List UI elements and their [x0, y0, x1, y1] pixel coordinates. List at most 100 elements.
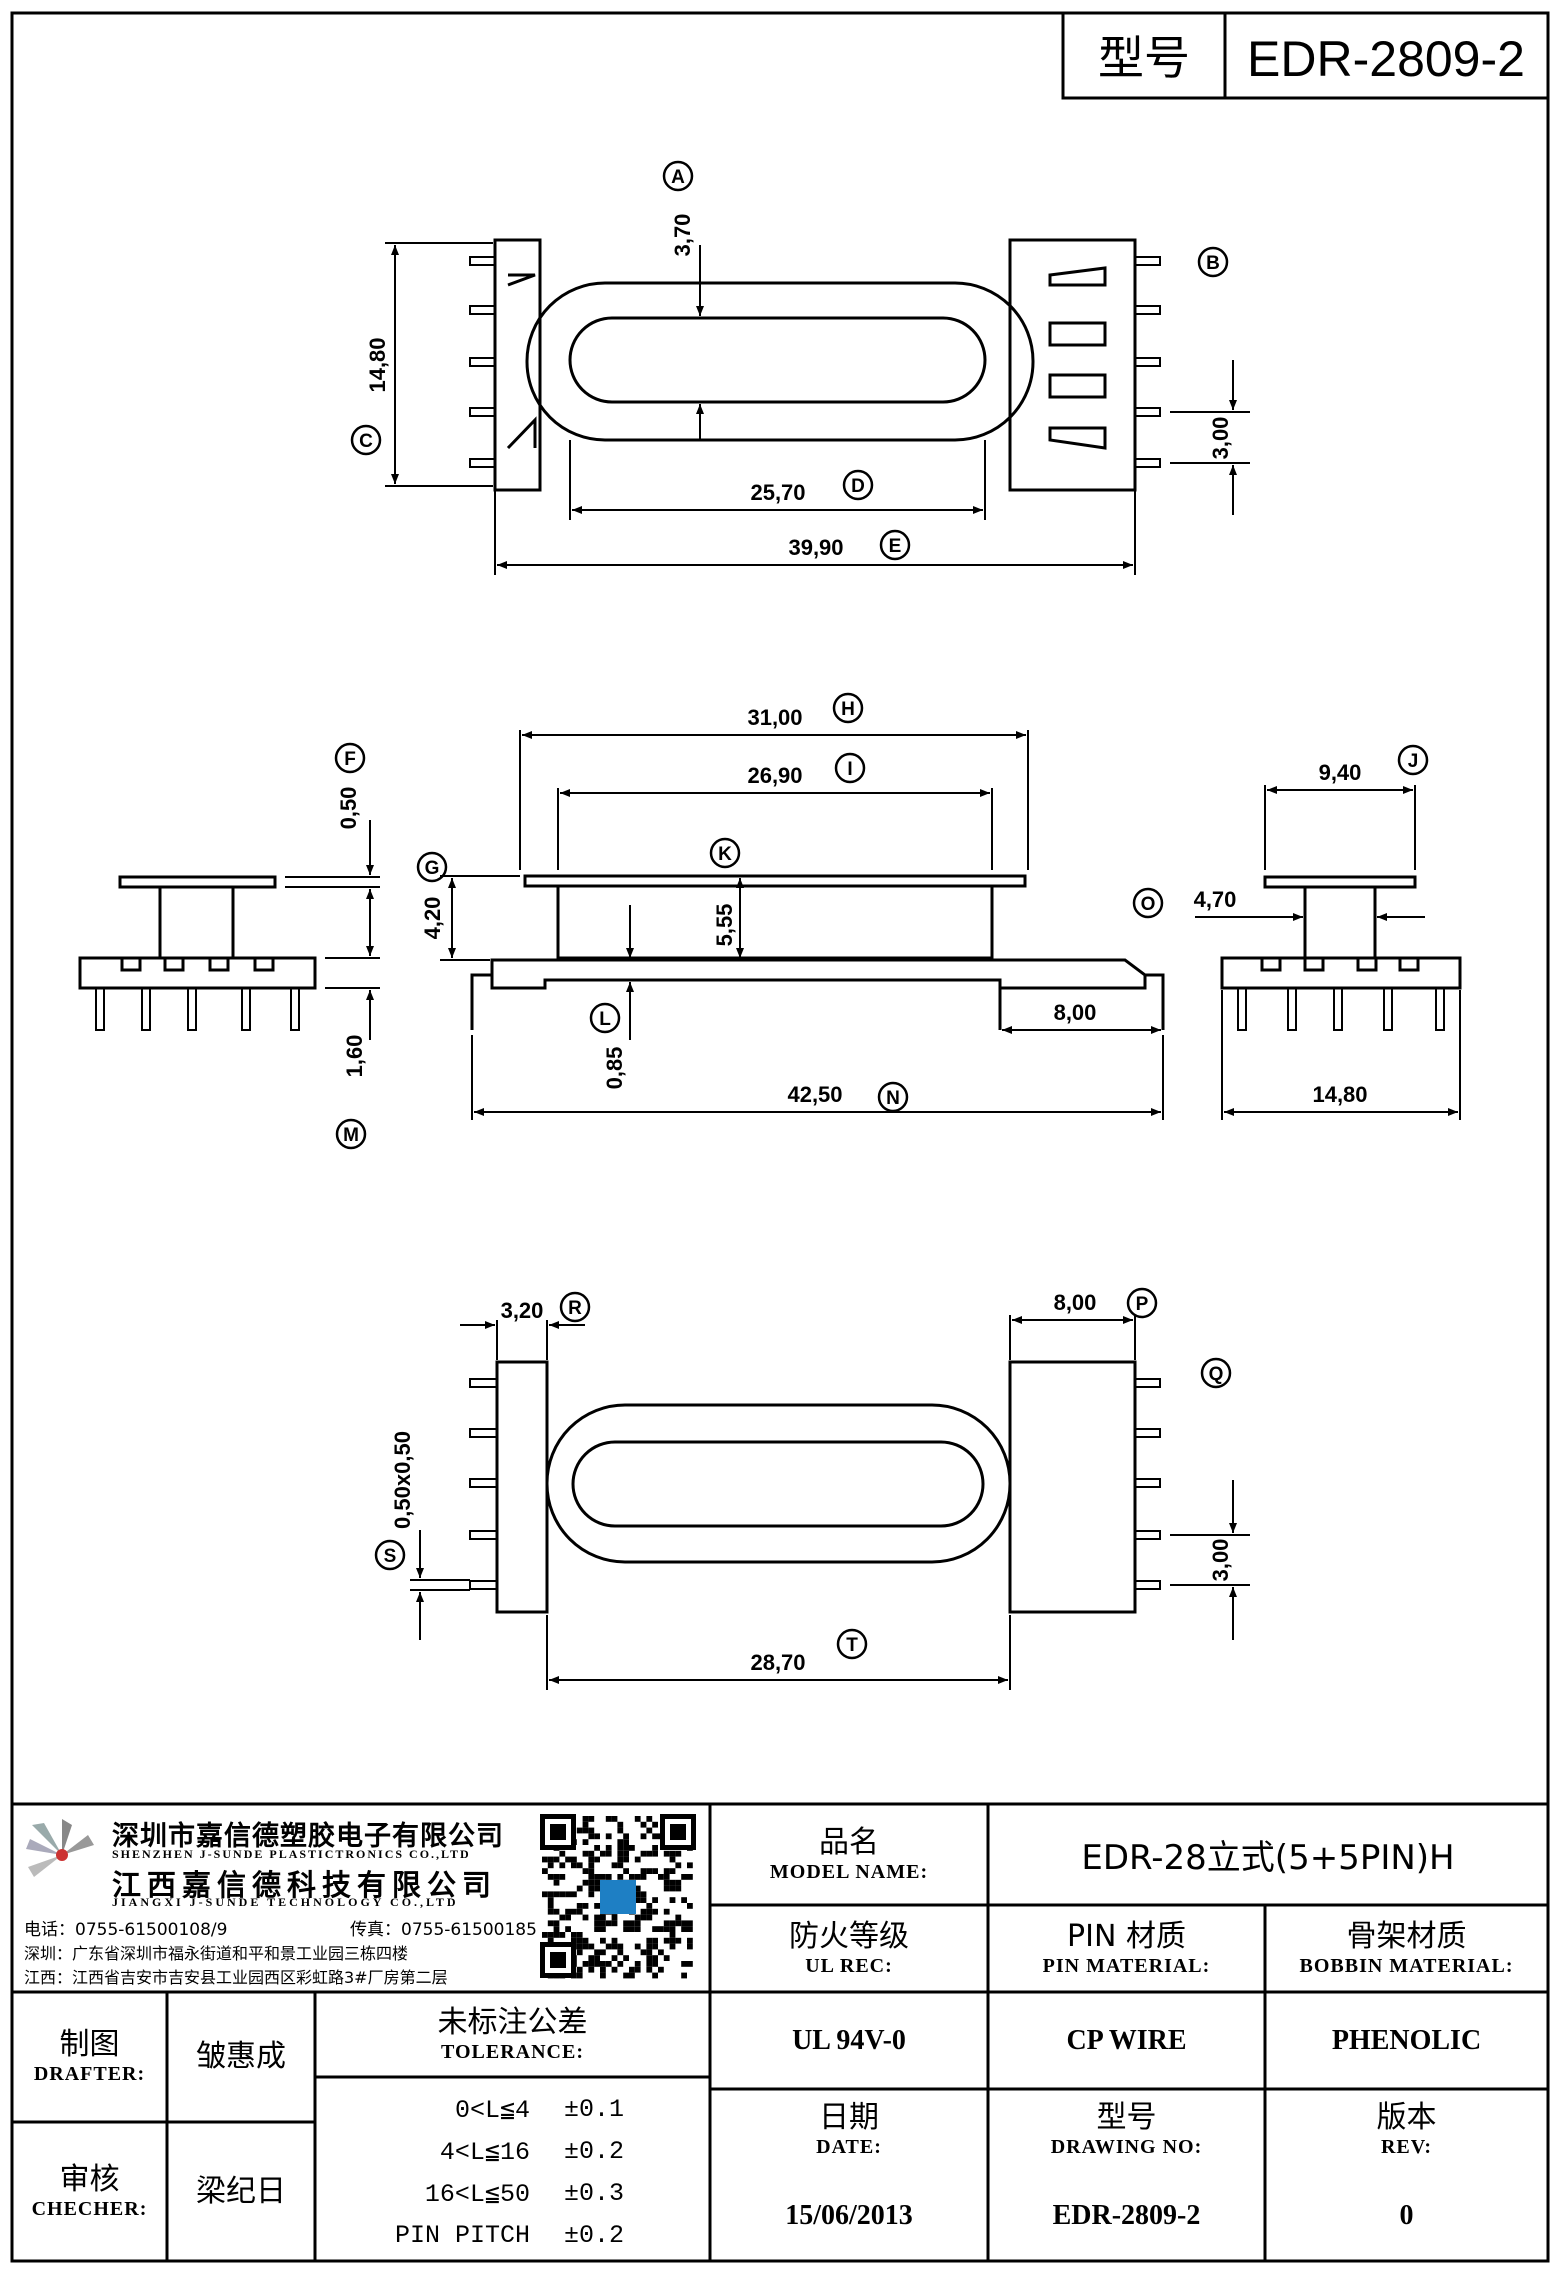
top-view-winding-window [568, 316, 987, 404]
dim-G-value: 4,20 [420, 897, 445, 940]
header-model-box: 型号 EDR-2809-2 [1061, 11, 1550, 100]
drafter-label: 制图 DRAFTER: [33, 2027, 146, 2086]
callout-letter: M [343, 1125, 359, 1146]
callout-i: I [834, 752, 866, 784]
company-fax: 传真：0755-61500185 [350, 1920, 537, 1940]
pin [469, 256, 496, 266]
dim-pitch-Q-value: 3,00 [1208, 1539, 1233, 1582]
bottom-view-outer-tube [545, 1403, 1012, 1564]
tolerance-row: 0<L≦4±0.1 [330, 2088, 700, 2130]
pin [1134, 1478, 1161, 1488]
tolerance-row: 16<L≦50±0.3 [330, 2172, 700, 2214]
pin [1134, 256, 1161, 266]
pin [241, 987, 251, 1031]
pin-material-label: PIN 材质 PIN MATERIAL: [1042, 1918, 1211, 1977]
dim-N-value: 42,50 [787, 1082, 842, 1107]
pin [1383, 987, 1393, 1031]
callout-k: K [709, 837, 741, 869]
callout-s: S [374, 1539, 406, 1571]
front-view-base [490, 958, 1147, 990]
tolerance-value: ±0.2 [564, 2220, 625, 2250]
checker-name: 梁纪日 [196, 2173, 286, 2209]
dim-F-value: 0,50 [336, 787, 361, 830]
dim-I-value: 26,90 [747, 763, 802, 788]
top-view-left-flange [493, 238, 542, 492]
callout-b: B [1197, 246, 1229, 278]
company-name-cn: 深圳市嘉信德塑胶电子有限公司 [112, 1821, 504, 1852]
pin [1287, 987, 1297, 1031]
callout-letter: A [671, 167, 685, 188]
ul-rec-value: UL 94V-0 [792, 2024, 906, 2056]
qr-code [538, 1812, 698, 1982]
right-side-pins [1237, 987, 1445, 1031]
company-phone: 电话：0755-61500108/9 [24, 1920, 228, 1940]
dim-K-value: 5,55 [712, 904, 737, 947]
header-model-label: 型号 [1098, 32, 1190, 84]
pin [1237, 987, 1247, 1031]
tolerance-range: PIN PITCH [394, 2220, 530, 2250]
dim-M-value: 1,60 [342, 1035, 367, 1078]
tolerance-range: 4<L≦16 [439, 2137, 530, 2167]
callout-letter: Q [1209, 1364, 1224, 1385]
callout-t: T [836, 1628, 868, 1660]
callout-letter: F [344, 749, 356, 770]
callout-letter: N [886, 1088, 900, 1109]
front-view-dimensions [440, 730, 1164, 1120]
pin [469, 1428, 498, 1438]
pin [469, 1530, 498, 1540]
company-name2-cn: 江西嘉信德科技有限公司 [112, 1868, 498, 1902]
pin [1134, 1580, 1161, 1590]
pin [469, 1478, 498, 1488]
pin [1134, 407, 1161, 417]
callout-r: R [559, 1291, 591, 1323]
dim-D-value: 25,70 [750, 480, 805, 505]
dim-R-value: 3,20 [501, 1298, 544, 1323]
pin [469, 357, 496, 367]
dim-P-value: 8,00 [1054, 1290, 1097, 1315]
rev-value: 0 [1399, 2200, 1414, 2231]
pin [1134, 1378, 1161, 1388]
dim-pitch-B-value: 3,00 [1208, 417, 1233, 460]
tolerance-range: 16<L≦50 [424, 2179, 530, 2209]
top-view-right-pins [1134, 256, 1161, 468]
pin [469, 305, 496, 315]
pin-material-value: CP WIRE [1066, 2024, 1187, 2056]
dim-A-value: 3,70 [670, 214, 695, 257]
company-address-shenzhen: 深圳：广东省深圳市福永街道和平和景工业园三栋四楼 [24, 1944, 409, 1963]
callout-letter: L [599, 1009, 611, 1030]
callout-d: D [842, 469, 874, 501]
pin [1134, 1530, 1161, 1540]
top-view-right-flange [1008, 238, 1137, 492]
pin [1134, 1428, 1161, 1438]
left-side-dimensions [285, 820, 380, 1040]
left-side-pins [95, 987, 300, 1031]
pin [1435, 987, 1445, 1031]
callout-letter: J [1408, 751, 1419, 772]
top-view-outer-tube [525, 281, 1035, 442]
pin [1134, 458, 1161, 468]
callout-letter: B [1206, 253, 1220, 274]
bottom-view-winding-window [571, 1440, 985, 1528]
callout-letter: G [425, 858, 440, 879]
right-side-dimensions [1195, 785, 1461, 1120]
left-side-view [78, 875, 317, 990]
callout-letter: O [1141, 894, 1156, 915]
pin [1333, 987, 1343, 1031]
drawing-no-label: 型号 DRAWING NO: [1050, 2100, 1203, 2159]
pin [95, 987, 105, 1031]
dim-H-value: 31,00 [747, 705, 802, 730]
callout-h: H [832, 692, 864, 724]
tolerance-label: 未标注公差 TOLERANCE: [437, 2004, 588, 2063]
pin [290, 987, 300, 1031]
callout-e: E [879, 529, 911, 561]
company-name2-en: JIANGXI J-SUNDE TECHNOLOGY CO.,LTD [112, 1895, 459, 1909]
sheet-border [10, 11, 1550, 2263]
right-side-view [1220, 875, 1462, 990]
callout-letter: D [851, 476, 865, 497]
pin [469, 1378, 498, 1388]
title-block-grid [12, 1802, 1548, 2261]
callout-letter: E [889, 536, 902, 557]
checker-label: 审核 CHECHER: [31, 2161, 148, 2220]
left-side-base [78, 956, 317, 990]
